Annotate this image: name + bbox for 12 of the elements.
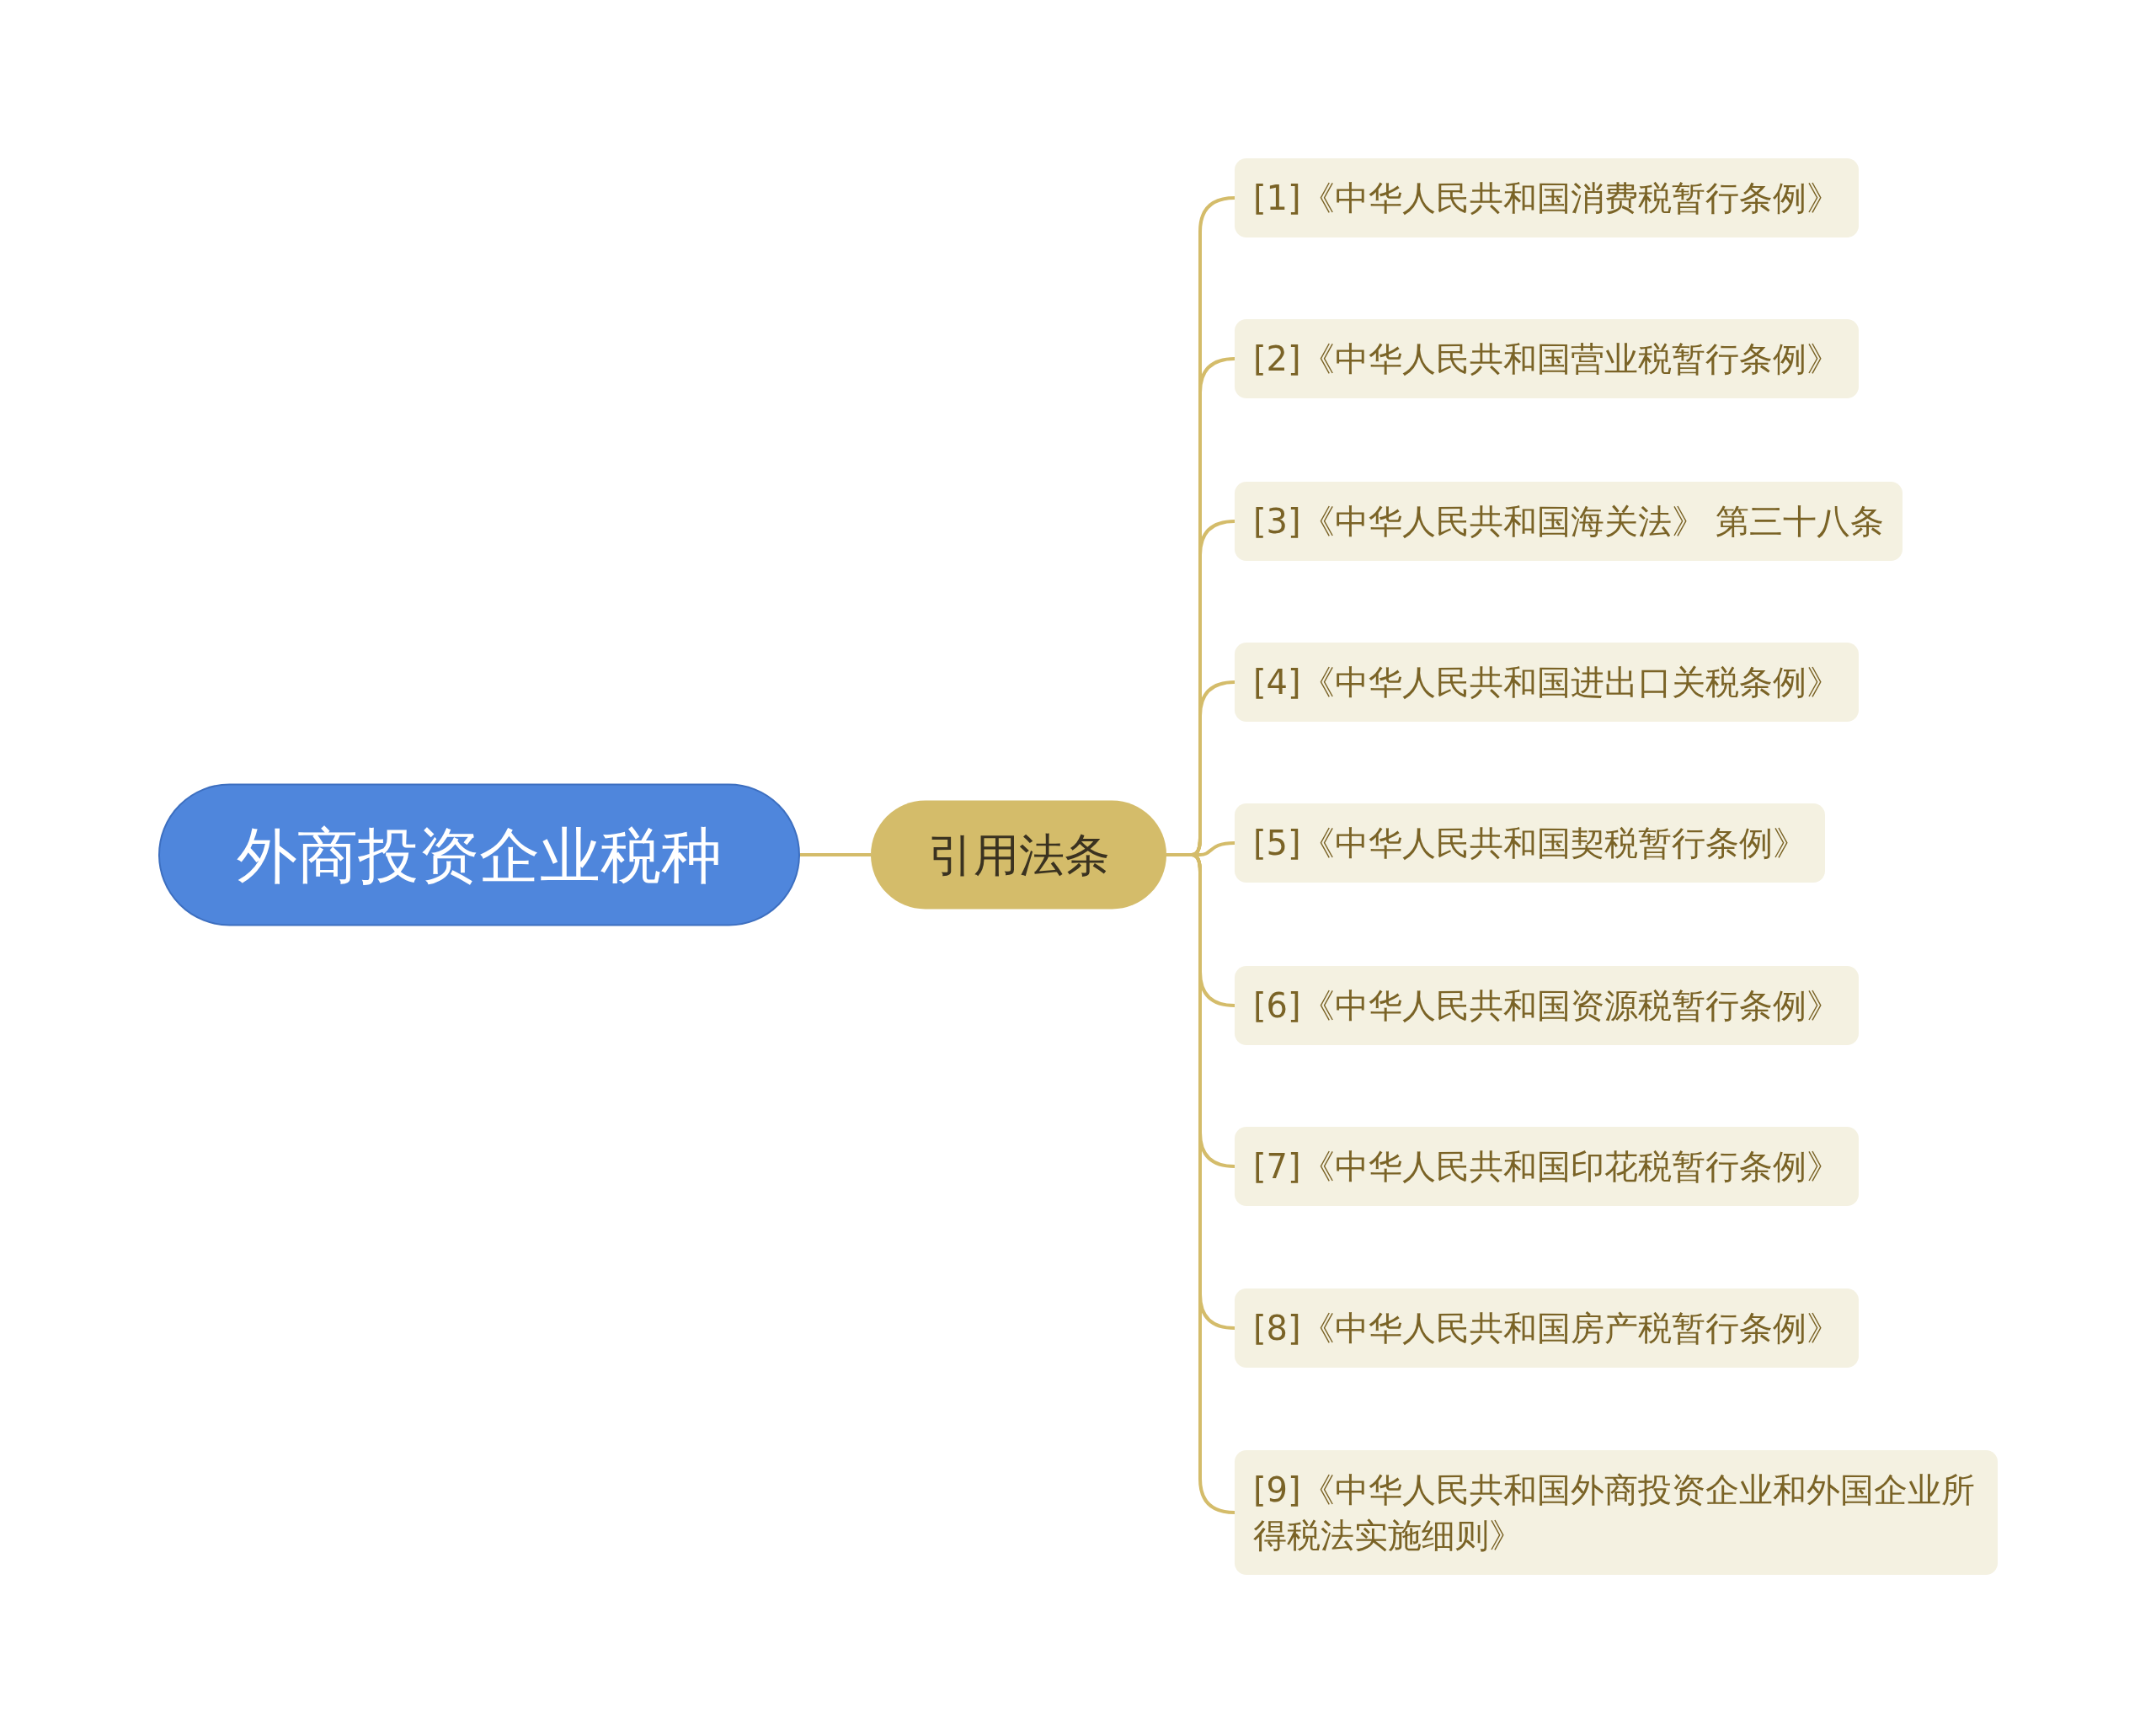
leaf-topic: [5]《中华人民共和国契税暂行条例》 (1235, 803, 1825, 883)
leaf-topic: [3]《中华人民共和国海关法》 第三十八条 (1235, 482, 1903, 561)
leaf-topic: [7]《中华人民共和国印花税暂行条例》 (1235, 1127, 1859, 1206)
connector-line (800, 853, 871, 856)
leaf-topic: [9]《中华人民共和国外商投资企业和外国企业所得税法实施细则》 (1235, 1450, 1998, 1575)
leaf-topic: [6]《中华人民共和国资源税暂行条例》 (1235, 966, 1859, 1045)
leaf-topic: [2]《中华人民共和国营业税暂行条例》 (1235, 319, 1859, 398)
leaf-topic: [8]《中华人民共和国房产税暂行条例》 (1235, 1288, 1859, 1368)
leaf-topic: [4]《中华人民共和国进出口关税条例》 (1235, 643, 1859, 722)
branch-topic: 引用法条 (871, 800, 1166, 910)
root-topic: 外商投资企业税种 (158, 783, 800, 926)
leaf-topic: [1]《中华人民共和国消费税暂行条例》 (1235, 158, 1859, 237)
